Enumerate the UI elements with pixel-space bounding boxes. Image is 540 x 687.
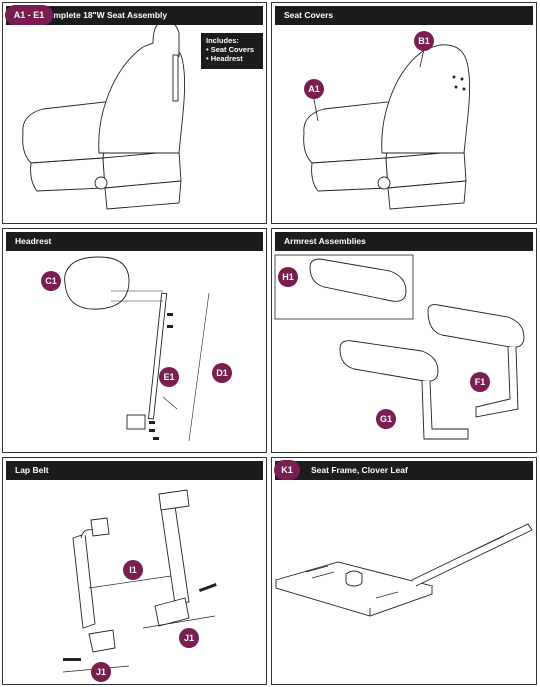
panel-headrest: Headrest C1 D1 E1 [2,228,267,453]
callout-j1: J1 [179,628,199,648]
panel-header: Armrest Assemblies [275,232,533,251]
panel-header: Lap Belt [6,461,263,480]
seat-frame-badge: K1 [274,460,300,480]
panel-title: Lap Belt [15,465,49,475]
includes-item: • Seat Covers [206,45,255,54]
callout-c1: C1 [41,271,61,291]
panel-title: Headrest [15,236,52,246]
panel-title: Seat Frame, Clover Leaf [311,465,408,475]
armrest-illustration [274,254,525,440]
panel-title: Complete 18"W Seat Assembly [42,10,168,20]
callout-d1: D1 [212,363,232,383]
seat-frame-illustration [274,523,533,617]
panel-header: Seat Covers [275,6,533,25]
callout-i1: I1 [123,560,143,580]
callout-b1: B1 [414,31,434,51]
callout-j1: J1 [91,662,111,682]
panel-title: Armrest Assemblies [284,236,366,246]
panel-header: Complete 18"W Seat Assembly [6,6,263,25]
includes-box: Includes: • Seat Covers • Headrest [201,33,263,69]
includes-heading: Includes: [206,36,239,45]
seat-covers-illustration [303,44,471,210]
panel-armrest: Armrest Assemblies H1 G1 F1 [271,228,537,453]
callout-f1: F1 [470,372,490,392]
panel-seat-covers: Seat Covers A1 B1 [271,2,537,224]
panel-seat-assembly: Complete 18"W Seat Assembly A1 - E1 Incl… [2,2,267,224]
panel-seat-frame: Seat Frame, Clover Leaf K1 [271,457,537,685]
includes-item: • Headrest [206,54,243,63]
callout-e1: E1 [159,367,179,387]
lap-belt-illustration [62,489,217,673]
assembly-badge: A1 - E1 [5,5,53,25]
callout-g1: G1 [376,409,396,429]
panel-header: Headrest [6,232,263,251]
seat-assembly-illustration [22,20,186,210]
panel-title: Seat Covers [284,10,334,20]
panel-header: Seat Frame, Clover Leaf [275,461,533,480]
callout-a1: A1 [304,79,324,99]
callout-h1: H1 [278,267,298,287]
panel-lap-belt: Lap Belt I1 J1 J1 [2,457,267,685]
headrest-illustration [64,256,210,442]
